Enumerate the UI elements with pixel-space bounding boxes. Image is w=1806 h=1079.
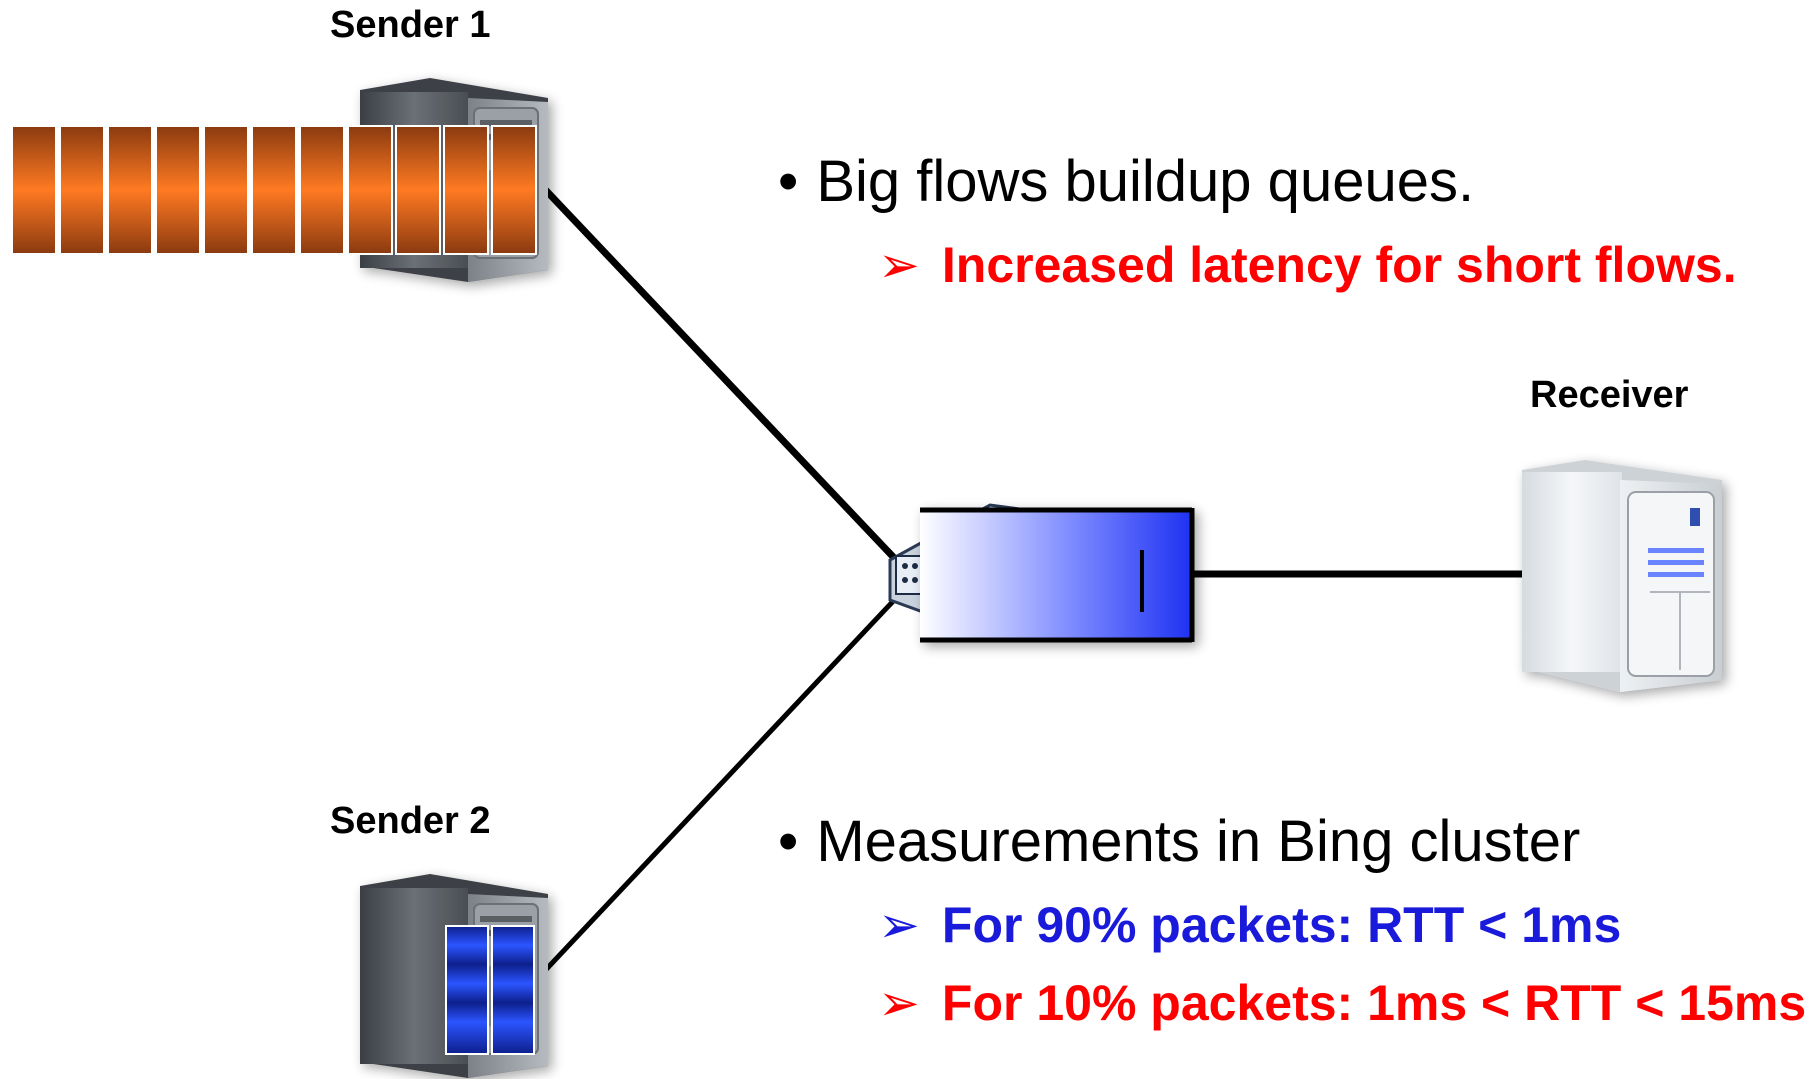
arrow-right-icon: ➢ [878, 897, 920, 953]
bullet-1-text: Big flows buildup queues. [816, 149, 1475, 214]
bullet-1-sub-1: ➢ Increased latency for short flows. [878, 236, 1737, 294]
bullet-2-sub-1-text: For 90% packets: RTT < 1ms [941, 897, 1622, 953]
link-sender2-switch [536, 594, 900, 980]
big-flow-packet [251, 125, 297, 255]
sender1-packet-queue [11, 125, 537, 255]
sender2-packet-queue [445, 925, 535, 1055]
short-flow-packet [491, 925, 535, 1055]
arrow-right-icon: ➢ [878, 975, 920, 1031]
switch-queue-buffer [920, 507, 1195, 643]
big-flow-packet [59, 125, 105, 255]
bullet-2-sub-1: ➢ For 90% packets: RTT < 1ms [878, 896, 1621, 954]
bullet-2-glyph: • [778, 809, 799, 874]
big-flow-packet [491, 125, 537, 255]
big-flow-packet [11, 125, 57, 255]
network-diagram [11, 78, 1722, 1078]
big-flow-packet [347, 125, 393, 255]
bullet-1-sub-1-text: Increased latency for short flows. [941, 237, 1737, 293]
arrow-right-icon: ➢ [878, 237, 920, 293]
bullet-2-sub-2-text: For 10% packets: 1ms < RTT < 15ms [941, 975, 1806, 1031]
sender2-label: Sender 2 [330, 800, 491, 842]
bullet-2-text: Measurements in Bing cluster [816, 809, 1581, 874]
big-flow-packet [443, 125, 489, 255]
bullet-1-glyph: • [778, 149, 799, 214]
big-flow-packet [395, 125, 441, 255]
receiver-server-icon [1522, 460, 1722, 692]
big-flow-packet [299, 125, 345, 255]
link-sender1-switch [535, 179, 901, 565]
bullet-2: • Measurements in Bing cluster [778, 808, 1580, 875]
bullet-1: • Big flows buildup queues. [778, 148, 1474, 215]
bullet-2-sub-2: ➢ For 10% packets: 1ms < RTT < 15ms [878, 974, 1806, 1032]
big-flow-packet [203, 125, 249, 255]
short-flow-packet [445, 925, 489, 1055]
diagram-canvas: Sender 1 Sender 2 Receiver • Big flows bu… [11, 4, 1806, 1078]
big-flow-packet [107, 125, 153, 255]
big-flow-packet [155, 125, 201, 255]
receiver-label: Receiver [1530, 374, 1689, 416]
sender1-label: Sender 1 [330, 4, 491, 46]
